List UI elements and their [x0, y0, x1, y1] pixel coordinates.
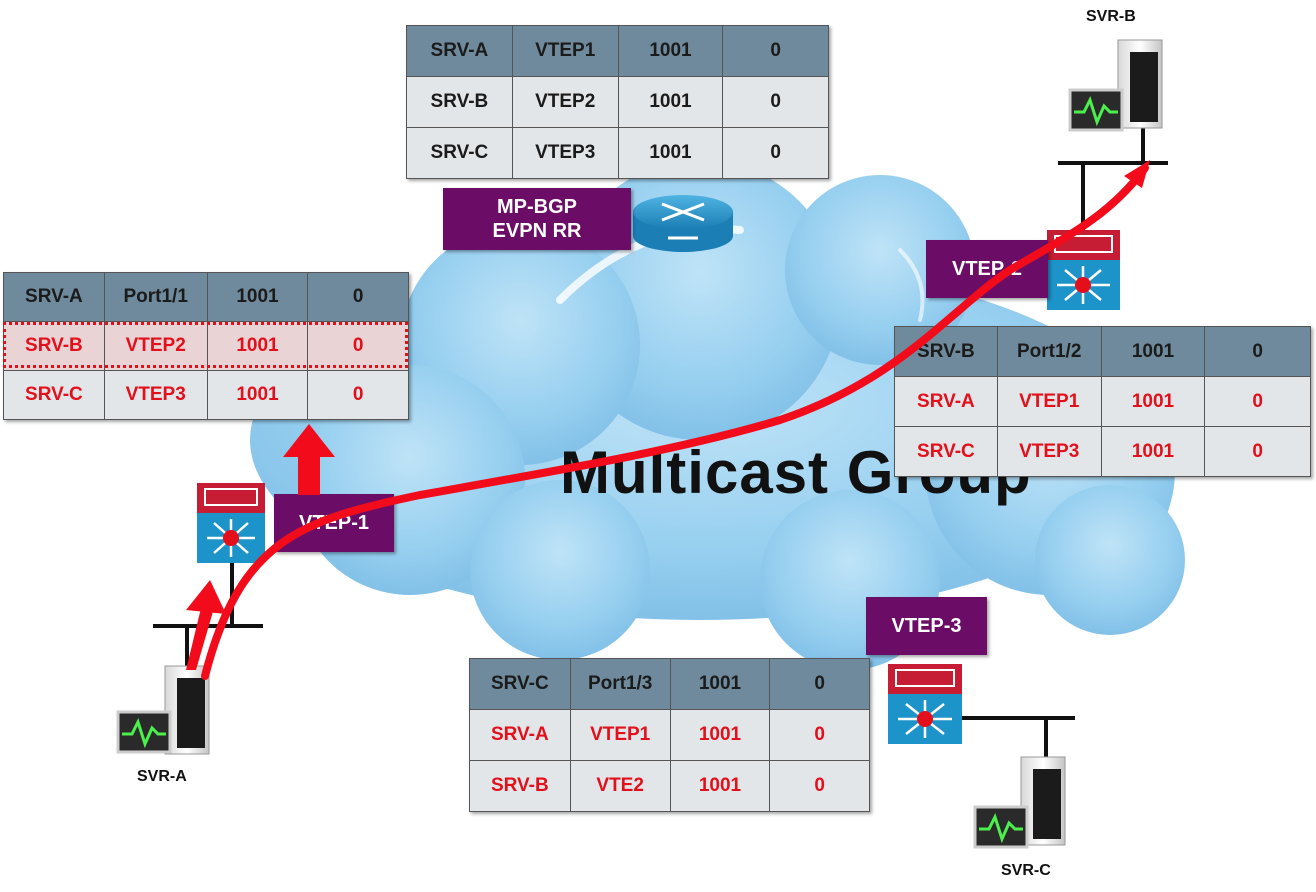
table-cell: Port1/3	[569, 658, 671, 710]
table-cell: SRV-B	[3, 321, 105, 371]
table-cell: 0	[722, 76, 829, 128]
route-reflector-router-icon	[633, 195, 733, 252]
table-cell: 0	[307, 321, 409, 371]
table-cell: 1001	[1100, 426, 1206, 477]
table-cell: SRV-B	[406, 76, 513, 128]
table-cell: SRV-A	[469, 709, 571, 761]
server-b-label: SVR-B	[1086, 8, 1136, 25]
table-cell: Port1/1	[103, 272, 208, 322]
table-cell: 1001	[1100, 376, 1206, 427]
table-cell: 1001	[617, 76, 724, 128]
table-cell: VTEP2	[511, 76, 619, 128]
table-cell: SRV-B	[469, 760, 571, 812]
vtep2-tag-label: VTEP-2	[951, 258, 1023, 280]
table-cell: 1001	[1100, 326, 1206, 377]
rr-tag: MP-BGP EVPN RR	[443, 188, 631, 250]
table-cell: VTEP3	[996, 426, 1102, 477]
table-cell: Port1/2	[996, 326, 1102, 377]
vtep1-tag: VTEP-1	[274, 494, 394, 552]
table-cell: VTE2	[569, 760, 671, 812]
vtep3-tag: VTEP-3	[866, 597, 987, 655]
table-cell: 1001	[669, 760, 771, 812]
table-cell: SRV-C	[469, 658, 571, 710]
table-cell: VTEP1	[569, 709, 671, 761]
rr-tag-line2: EVPN RR	[492, 220, 582, 242]
table-cell: SRV-A	[894, 376, 998, 427]
table-cell: VTEP3	[103, 370, 208, 420]
server-c-icon	[973, 756, 1066, 849]
table-cell: 0	[307, 272, 409, 322]
table-cell: SRV-B	[894, 326, 998, 377]
table-cell: 0	[1204, 426, 1311, 477]
table-cell: SRV-A	[406, 25, 513, 77]
table-cell: 1001	[206, 370, 309, 420]
table-cell: 0	[769, 760, 870, 812]
table-cell: 0	[307, 370, 409, 420]
table-cell: VTEP1	[511, 25, 619, 77]
table-cell: 1001	[206, 272, 309, 322]
table-cell: VTEP3	[511, 127, 619, 179]
vtep3-switch-icon	[888, 664, 962, 744]
server-a-label: SVR-A	[137, 768, 187, 785]
table-cell: SRV-C	[3, 370, 105, 420]
rr-tag-line1: MP-BGP	[497, 196, 577, 218]
table-cell: 1001	[669, 709, 771, 761]
table-cell: 0	[1204, 376, 1311, 427]
table-cell: SRV-A	[3, 272, 105, 322]
table-cell: 0	[722, 127, 829, 179]
table-cell: 0	[722, 25, 829, 77]
table-cell: 0	[769, 709, 870, 761]
vtep2-tag: VTEP-2	[926, 240, 1048, 298]
vtep1-tag-label: VTEP-1	[298, 512, 370, 534]
table-cell: VTEP2	[103, 321, 208, 371]
table-cell: 1001	[617, 25, 724, 77]
table-cell: 1001	[617, 127, 724, 179]
table-cell: VTEP1	[996, 376, 1102, 427]
server-b-icon	[1068, 39, 1163, 132]
server-c-label: SVR-C	[1001, 862, 1051, 879]
vtep3-tag-label: VTEP-3	[891, 615, 962, 637]
vtep2-switch-icon	[1047, 230, 1120, 310]
table-cell: SRV-C	[406, 127, 513, 179]
table-cell: 1001	[206, 321, 309, 371]
table-cell: SRV-C	[894, 426, 998, 477]
server-a-icon	[116, 665, 210, 755]
table-cell: 0	[769, 658, 870, 710]
table-cell: 1001	[669, 658, 771, 710]
vtep1-switch-icon	[197, 483, 265, 563]
table-cell: 0	[1204, 326, 1311, 377]
